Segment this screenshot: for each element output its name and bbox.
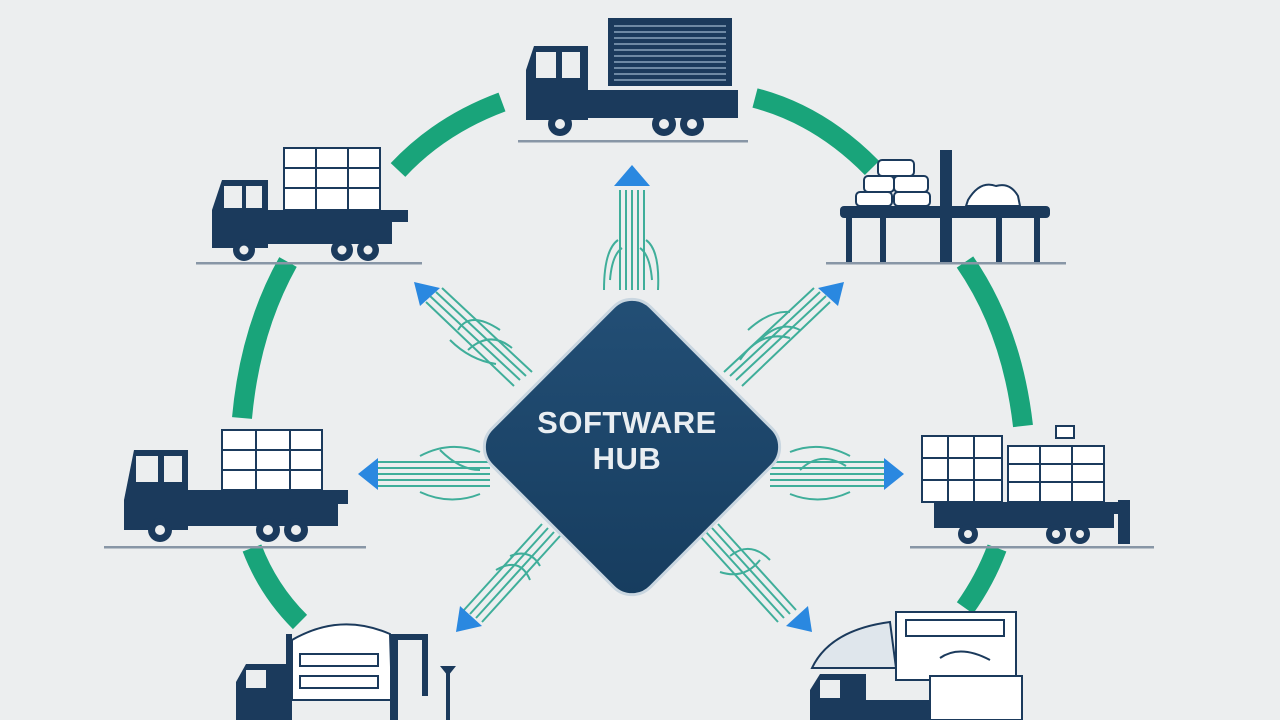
arrow-left <box>358 458 378 490</box>
ring-segment-right-lower <box>956 544 1007 614</box>
arrow-up-right <box>818 282 844 306</box>
pallet-truck-icon <box>104 429 366 549</box>
ring-segment-right-upper <box>956 256 1033 428</box>
conveyor-station-icon <box>826 150 1066 265</box>
circuit-connectors <box>378 190 884 623</box>
connector-left <box>378 445 490 501</box>
connector-up <box>603 190 660 291</box>
arrow-down-left <box>456 606 482 632</box>
box-truck-icon <box>518 18 748 143</box>
software-hub <box>482 297 782 597</box>
container-loading-truck-icon <box>810 611 1023 720</box>
flatbed-pallet-trailer-icon <box>910 425 1154 549</box>
ring <box>232 88 1033 630</box>
connector-up-right <box>723 287 831 387</box>
hub-label-line1: SOFTWARE <box>537 405 717 440</box>
hub-label: SOFTWARE HUB <box>477 405 777 477</box>
arrow-up-left <box>414 282 440 306</box>
arrow-right <box>884 458 904 490</box>
hub-diamond <box>482 297 782 597</box>
arrows <box>358 165 904 632</box>
hub-label-line2: HUB <box>592 441 662 476</box>
connector-right <box>770 445 884 501</box>
ring-segment-top-right <box>752 88 880 176</box>
arrow-up <box>614 165 650 186</box>
ring-segment-left-upper <box>232 257 297 419</box>
connector-down-left <box>463 523 561 623</box>
ring-segment-top-left <box>390 92 506 177</box>
connector-up-left <box>425 287 533 387</box>
connector-down-right <box>699 523 797 623</box>
crate-truck-icon <box>196 147 422 265</box>
arrow-down-right <box>786 606 812 632</box>
forklift-truck-icon <box>236 623 456 720</box>
ring-segment-left-lower <box>242 544 308 630</box>
